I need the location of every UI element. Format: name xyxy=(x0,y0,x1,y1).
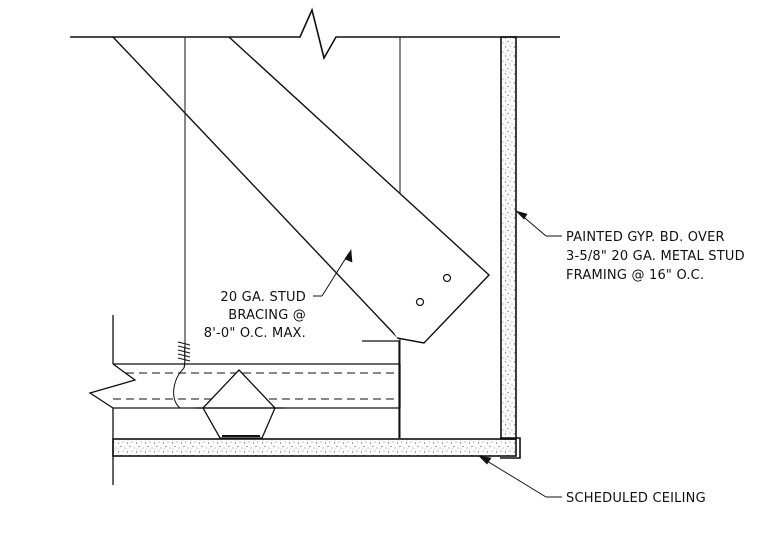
leader-ceiling-note xyxy=(478,455,562,498)
wall-note-line-2: 3-5/8" 20 GA. METAL STUD xyxy=(566,249,745,264)
leader-bracing-note xyxy=(313,249,353,297)
wall-note-line-1: PAINTED GYP. BD. OVER xyxy=(566,230,725,245)
gypsum-board-wall xyxy=(500,36,517,440)
bracing-note-line-1: 20 GA. STUD xyxy=(220,290,306,305)
wall-note-line-3: FRAMING @ 16" O.C. xyxy=(566,268,704,283)
screw-hole xyxy=(442,273,452,283)
hanger-wire xyxy=(173,341,191,409)
leader-wall-note xyxy=(514,210,562,237)
bracing-note-line-2: BRACING @ xyxy=(228,308,306,323)
diagonal-stud-bracing xyxy=(112,36,491,344)
break-line xyxy=(88,363,137,409)
bracing-note-line-3: 8'-0" O.C. MAX. xyxy=(204,326,306,341)
scheduled-ceiling-board xyxy=(112,438,517,457)
clip-angle xyxy=(362,340,400,438)
structure-above-line xyxy=(70,7,560,61)
ceiling-trim-angle xyxy=(500,437,521,459)
carrier-channel xyxy=(195,369,283,439)
screw-hole xyxy=(415,297,425,307)
ceiling-note: SCHEDULED CEILING xyxy=(566,491,706,506)
